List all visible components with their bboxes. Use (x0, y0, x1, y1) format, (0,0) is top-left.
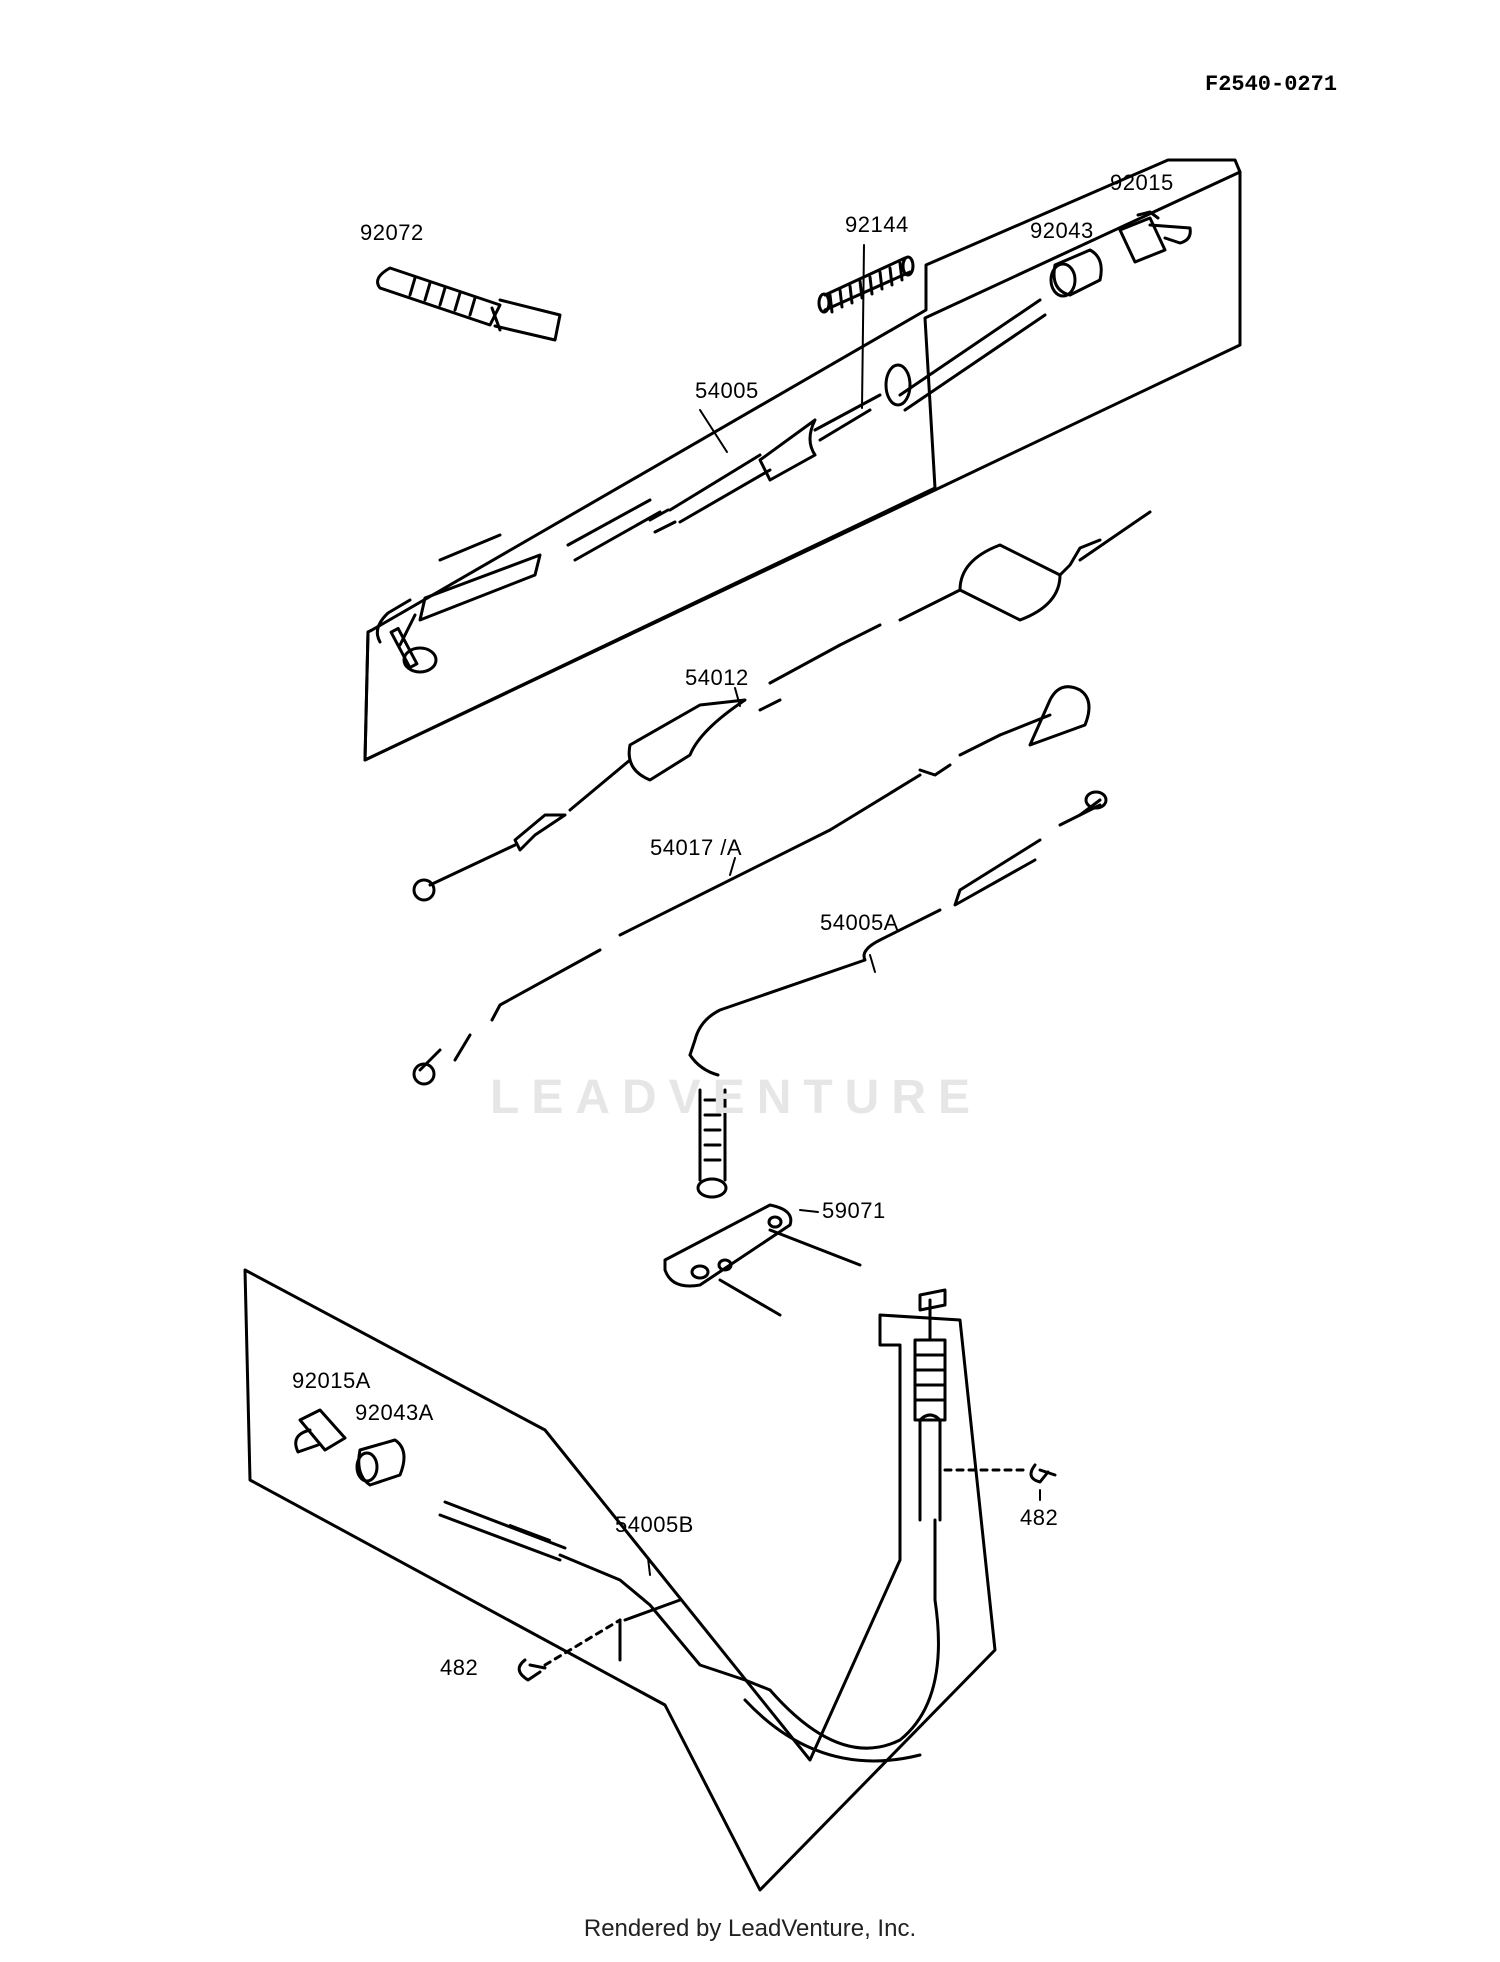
part-label-482-right[interactable]: 482 (1020, 1505, 1059, 1530)
part-label-92015[interactable]: 92015 (1110, 170, 1174, 195)
spring-92144 (817, 255, 915, 314)
cable-54005 (375, 298, 1047, 674)
nut-92043A (355, 1438, 406, 1487)
cable-54017A (412, 685, 1091, 1086)
part-label-482-left[interactable]: 482 (440, 1655, 479, 1680)
cable-54005B (438, 1288, 947, 1763)
part-label-92072[interactable]: 92072 (360, 220, 424, 245)
bracket-59071 (663, 1203, 862, 1317)
clip-482-left (517, 1618, 622, 1682)
footer-credit: Rendered by LeadVenture, Inc. (583, 1915, 917, 1942)
watermark-text: LEADVENTURE (490, 1071, 983, 1124)
cable-54012 (412, 510, 1152, 902)
part-label-54005A[interactable]: 54005A (820, 910, 899, 935)
adjuster-92015 (1118, 210, 1192, 264)
nut-92043 (1049, 248, 1103, 298)
diagram-reference-code: F2540-0271 (1205, 72, 1338, 97)
cable-54005A (688, 790, 1108, 1199)
adjuster-92015A (294, 1408, 347, 1454)
part-label-92043A[interactable]: 92043A (355, 1400, 434, 1425)
lower-group-outline (243, 1268, 997, 1892)
part-label-54017A[interactable]: 54017 /A (650, 835, 743, 860)
upper-group-outline (363, 158, 1242, 762)
part-label-54005B[interactable]: 54005B (615, 1512, 694, 1537)
part-label-59071[interactable]: 59071 (822, 1198, 886, 1223)
part-label-92144[interactable]: 92144 (845, 212, 909, 237)
part-label-92015A[interactable]: 92015A (292, 1368, 371, 1393)
strap-92072 (376, 266, 562, 342)
clip-482-right (943, 1463, 1057, 1484)
part-label-92043[interactable]: 92043 (1030, 218, 1094, 243)
part-label-54012[interactable]: 54012 (685, 665, 749, 690)
part-label-54005[interactable]: 54005 (695, 378, 759, 403)
